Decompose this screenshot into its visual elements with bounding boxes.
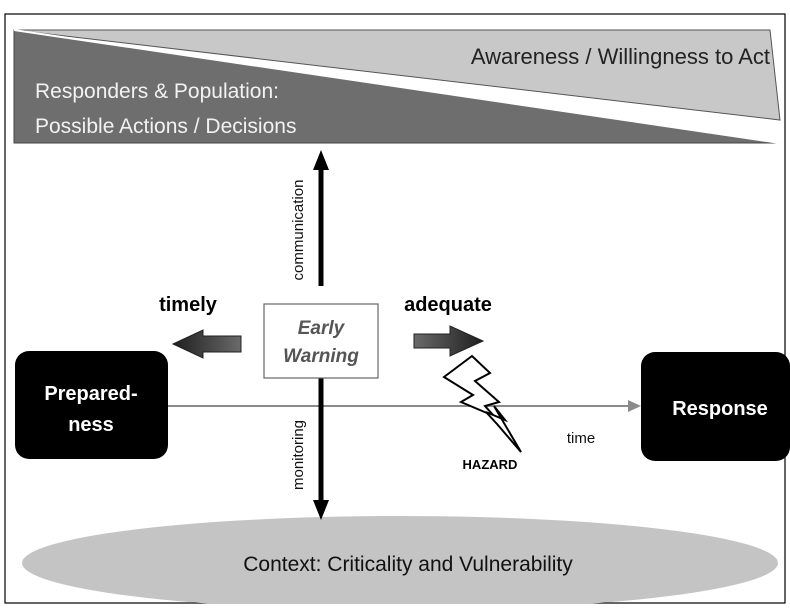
preparedness-line1: Prepared- <box>44 383 137 405</box>
hazard-label: HAZARD <box>463 457 518 472</box>
response-box <box>641 352 790 461</box>
early-warning-line2: Warning <box>283 346 359 367</box>
monitoring-label: monitoring <box>290 420 307 490</box>
awareness-label: Awareness / Willingness to Act <box>471 44 770 69</box>
time-axis-arrowhead <box>628 400 641 412</box>
communication-arrow-shaft <box>318 168 324 286</box>
adequate-arrow <box>413 325 485 357</box>
early-warning-box <box>263 303 379 379</box>
awareness-triangle <box>13 29 781 121</box>
time-label: time <box>567 430 595 447</box>
context-ellipse <box>22 516 778 609</box>
early-warning-line1: Early <box>298 318 346 339</box>
monitoring-arrow-shaft <box>318 378 324 502</box>
responders-label-line1: Responders & Population: <box>35 80 279 103</box>
hazard-lightning-icon <box>442 354 502 417</box>
timely-arrow <box>171 329 242 359</box>
timely-label: timely <box>159 294 218 316</box>
communication-arrowhead <box>313 150 329 170</box>
hazard-lightning-tail-icon <box>485 405 522 453</box>
preparedness-line2: ness <box>68 414 114 436</box>
responders-label-line2: Possible Actions / Decisions <box>35 115 296 138</box>
monitoring-arrowhead <box>313 500 329 520</box>
banner-divider <box>13 29 781 144</box>
adequate-label: adequate <box>404 294 492 316</box>
context-label: Context: Criticality and Vulnerability <box>243 553 573 576</box>
preparedness-box <box>15 351 168 459</box>
response-label: Response <box>672 398 768 420</box>
communication-label: communication <box>290 180 307 281</box>
